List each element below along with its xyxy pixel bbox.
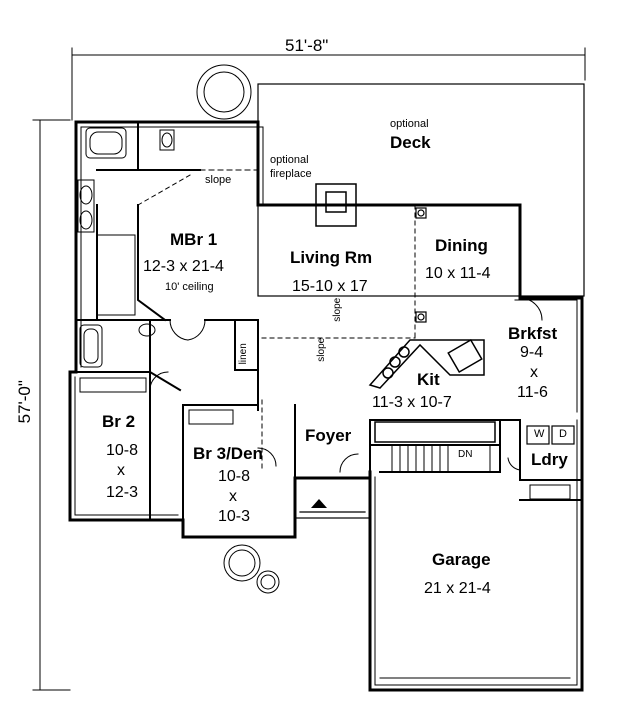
dining-size: 10 x 11-4 bbox=[425, 265, 491, 282]
br2-size-a: 10-8 bbox=[106, 442, 139, 459]
kit-name: Kit bbox=[417, 370, 440, 389]
kit-size: 11-3 x 10-7 bbox=[372, 394, 452, 411]
deck-label: Deck bbox=[390, 133, 431, 152]
trees bbox=[196, 64, 280, 594]
stairs-dn-label: DN bbox=[458, 449, 473, 460]
stairs bbox=[391, 444, 491, 473]
closets bbox=[79, 234, 571, 500]
entry-marker-icon bbox=[311, 499, 327, 508]
fireplace-label-line2: fireplace bbox=[270, 168, 312, 180]
washer-label: W bbox=[534, 428, 545, 440]
mbr-size: 12-3 x 21-4 bbox=[143, 258, 224, 275]
door-swings bbox=[149, 297, 543, 473]
living-name: Living Rm bbox=[290, 248, 373, 267]
interior-walls bbox=[75, 121, 583, 521]
living-size: 15-10 x 17 bbox=[292, 278, 368, 295]
mbr-slope-label: slope bbox=[205, 174, 232, 186]
br2-by: x bbox=[117, 462, 125, 479]
foyer-name: Foyer bbox=[305, 426, 352, 445]
washer-dryer bbox=[526, 425, 575, 445]
dryer-label: D bbox=[559, 428, 567, 440]
brkfst-by: x bbox=[530, 364, 538, 381]
garage-name: Garage bbox=[432, 550, 491, 569]
dining-name: Dining bbox=[435, 236, 488, 255]
brkfst-size-a: 9-4 bbox=[520, 344, 544, 361]
linen-label: linen bbox=[237, 343, 249, 365]
width-dimension: 51'-8" bbox=[285, 36, 329, 55]
depth-dimension: 57'-0" bbox=[14, 380, 34, 424]
deck-optional-label: optional bbox=[390, 118, 429, 130]
br2-name: Br 2 bbox=[102, 412, 136, 431]
hall-bath-fixtures bbox=[79, 323, 156, 368]
fireplace-label-line1: optional bbox=[270, 154, 309, 166]
master-bath-fixtures bbox=[77, 127, 175, 233]
mbr-name: MBr 1 bbox=[170, 230, 218, 249]
dimension-lines bbox=[32, 47, 586, 691]
br3-by: x bbox=[229, 488, 237, 505]
front-porch bbox=[294, 477, 371, 519]
living-slope-b: slope bbox=[332, 297, 344, 322]
fireplace bbox=[315, 183, 357, 227]
garage-size: 21 x 21-4 bbox=[424, 580, 491, 597]
living-slope-a: slope bbox=[316, 337, 328, 362]
br2-size-b: 12-3 bbox=[106, 484, 139, 501]
br3-size-a: 10-8 bbox=[218, 468, 251, 485]
br3-name: Br 3/Den bbox=[193, 444, 263, 463]
kitchen-counters bbox=[368, 338, 496, 443]
mbr-note: 10' ceiling bbox=[165, 281, 214, 293]
br3-size-b: 10-3 bbox=[218, 508, 251, 525]
ldry-name: Ldry bbox=[531, 450, 568, 469]
brkfst-name: Brkfst bbox=[508, 324, 558, 343]
brkfst-size-b: 11-6 bbox=[517, 384, 548, 401]
